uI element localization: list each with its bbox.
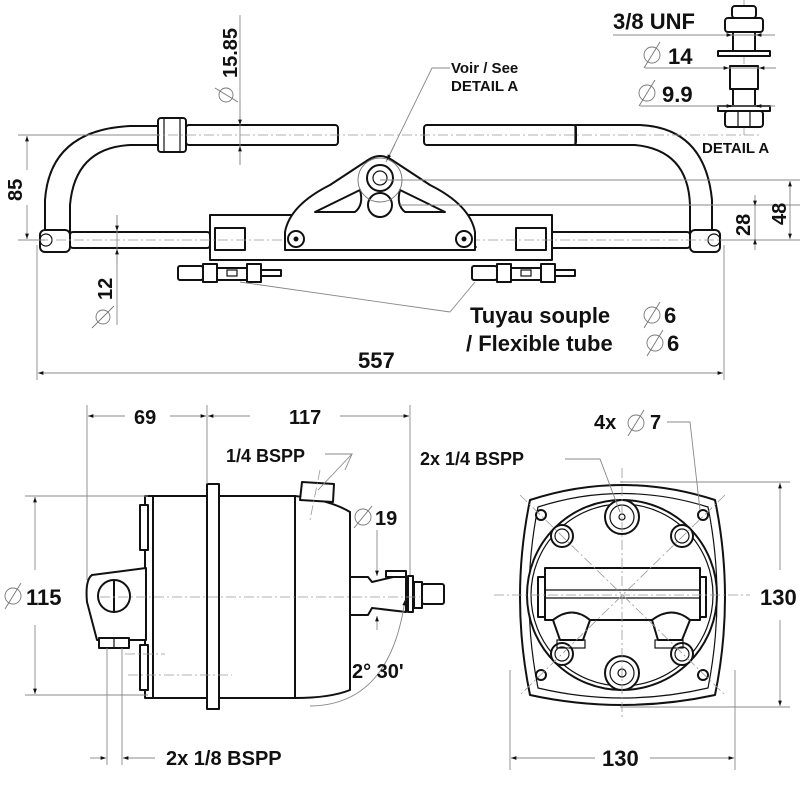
dim-overall-557: 557 — [358, 348, 395, 373]
dim-shaft-19: 19 — [375, 508, 397, 530]
hose-dia-value-1: 6 — [664, 303, 676, 328]
side-view-dimensions — [25, 405, 411, 765]
angle-label: 2° 30' — [352, 661, 404, 683]
hose-dia-value-2: 6 — [667, 331, 679, 356]
hose-fitting-right — [471, 263, 576, 283]
detail-thread: 3/8 UNF — [613, 9, 695, 34]
dim-rod-diameter: 15.85 — [220, 28, 242, 78]
front-view-helm-pump — [494, 468, 750, 720]
dim-front-width: 130 — [602, 746, 639, 771]
labels: Voir / See DETAIL A 15.85 85 12 28 48 55… — [4, 9, 797, 771]
see-detail-line1: Voir / See — [451, 60, 518, 77]
hole-diameter: 7 — [650, 412, 661, 434]
hose-label-en: / Flexible tube — [466, 331, 613, 356]
dim-height-85: 85 — [5, 179, 27, 201]
dim-28: 28 — [733, 214, 755, 236]
hose-fitting-left — [177, 263, 282, 283]
front-view-dimensions — [509, 409, 790, 770]
see-detail-line2: DETAIL A — [451, 78, 518, 95]
hose-label-fr: Tuyau souple — [470, 303, 610, 328]
side-view-helm-pump — [85, 469, 445, 710]
ports-bottom-label: 2x 1/8 BSPP — [166, 748, 282, 770]
dim-body-115: 115 — [26, 585, 62, 610]
detail-a-stud — [613, 0, 776, 135]
top-view-dimensions — [18, 15, 800, 380]
detail-dia-14: 14 — [668, 44, 693, 69]
detail-a-title: DETAIL A — [702, 140, 769, 157]
top-view-cylinder-assembly — [20, 117, 760, 313]
tiller-bracket — [284, 155, 476, 251]
dim-69: 69 — [134, 407, 156, 429]
detail-dia-9-9: 9.9 — [662, 82, 693, 107]
front-ports-label: 2x 1/4 BSPP — [420, 449, 524, 469]
dim-117: 117 — [289, 407, 321, 429]
port-top-label: 1/4 BSPP — [226, 446, 305, 466]
dim-front-height: 130 — [760, 585, 797, 610]
holes-count: 4x — [594, 412, 616, 434]
dim-48: 48 — [769, 203, 791, 225]
dim-tie-rod-12: 12 — [95, 278, 117, 300]
